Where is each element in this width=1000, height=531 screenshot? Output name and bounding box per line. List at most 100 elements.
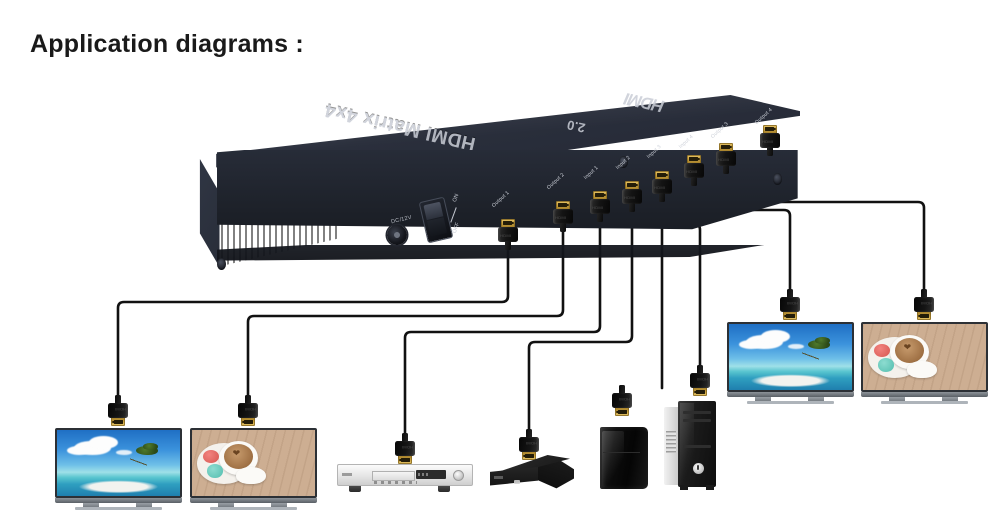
tv-foot-right xyxy=(271,503,288,508)
tv-image-coffee-latte: ❤ xyxy=(192,430,315,496)
hdmi-plug-input-4[interactable] xyxy=(684,155,704,186)
hdmi-plug-body xyxy=(108,403,128,418)
chassis-screw-left xyxy=(217,258,226,270)
hdmi-plug-body xyxy=(498,227,518,242)
hdmi-plug-tv-4[interactable] xyxy=(914,289,934,320)
hdmi-plug-neck xyxy=(659,193,665,202)
hdmi-plug-body xyxy=(553,209,573,224)
tv-base-bar xyxy=(75,507,162,510)
television-2[interactable]: ❤ xyxy=(190,428,317,510)
hdmi-plug-console[interactable] xyxy=(612,385,632,416)
hdmi-plug-tv-3[interactable] xyxy=(780,289,800,320)
hdmi-plug-pc[interactable] xyxy=(690,365,710,396)
hdmi-matrix-device[interactable]: HDMI Matrix 4x4 HDMI 2.0 DC/12V ON OFF O… xyxy=(195,89,815,280)
dvd-power-button[interactable] xyxy=(452,470,464,481)
hdmi-plug-neck xyxy=(787,289,793,298)
hdmi-plug-output-2[interactable] xyxy=(553,201,573,232)
device-left-panel xyxy=(199,159,220,267)
tv-screen: ❤ xyxy=(861,322,988,392)
dvd-foot-left xyxy=(349,486,362,492)
tv-screen xyxy=(55,428,182,498)
tv-bottom-bezel xyxy=(727,392,854,397)
cable-input1 xyxy=(403,220,602,438)
hdmi-plug-head-icon xyxy=(593,191,607,200)
hdmi-plug-head-icon xyxy=(625,181,639,190)
tv-base-bar xyxy=(747,401,834,404)
hdmi-plug-output-1[interactable] xyxy=(498,219,518,250)
tv-image-coffee-latte: ❤ xyxy=(863,324,986,390)
hdmi-plug-neck xyxy=(245,395,251,404)
hdmi-plug-head-icon xyxy=(556,201,570,210)
hdmi-plug-tv-1[interactable] xyxy=(108,395,128,426)
dvd-brand-mark xyxy=(342,473,353,476)
hdmi-plug-head-icon xyxy=(501,219,515,228)
hdmi-plug-tv-2[interactable] xyxy=(238,395,258,426)
game-console-disc-slot[interactable] xyxy=(602,451,641,453)
hdmi-plug-neck xyxy=(505,241,511,250)
dvd-disc-tray[interactable] xyxy=(372,471,416,481)
hdmi-plug-input-1[interactable] xyxy=(590,191,610,222)
television-1[interactable] xyxy=(55,428,182,510)
hdmi-plug-head-icon xyxy=(719,143,733,152)
tv-screen: ❤ xyxy=(190,428,317,498)
hdmi-plug-head-icon xyxy=(687,155,701,164)
tv-bottom-bezel xyxy=(55,498,182,503)
set-top-box[interactable] xyxy=(487,455,577,495)
hdmi-plug-output-3[interactable] xyxy=(716,143,736,174)
hdmi-plug-neck xyxy=(402,433,408,442)
hdmi-plug-body xyxy=(914,297,934,312)
page-title: Application diagrams : xyxy=(30,30,304,58)
hdmi-plug-body xyxy=(716,151,736,166)
hdmi-plug-body xyxy=(760,133,780,148)
chassis-screw-far-right xyxy=(773,173,782,185)
tv-bottom-bezel xyxy=(190,498,317,503)
hdmi-plug-neck xyxy=(767,147,773,156)
hdmi-plug-body xyxy=(519,437,539,452)
hdmi-plug-head-icon xyxy=(763,125,777,134)
tv-bottom-bezel xyxy=(861,392,988,397)
tv-foot-left xyxy=(888,397,905,402)
tv-image-beach-island xyxy=(57,430,180,496)
hdmi-plug-neck xyxy=(697,365,703,374)
hdmi-plug-neck xyxy=(597,213,603,222)
tv-screen xyxy=(727,322,854,392)
tv-foot-left xyxy=(754,397,771,402)
television-3[interactable] xyxy=(727,322,854,404)
set-top-box-brand-mark xyxy=(494,476,503,479)
hdmi-plug-head-icon xyxy=(655,171,669,180)
television-4[interactable]: ❤ xyxy=(861,322,988,404)
device-bottom-edge xyxy=(217,245,795,261)
pc-drive-bay-1 xyxy=(683,411,711,414)
game-console[interactable] xyxy=(600,427,648,489)
tv-foot-left xyxy=(82,503,99,508)
hdmi-plug-head-icon xyxy=(783,311,797,320)
set-top-box-front xyxy=(490,467,538,486)
hdmi-plug-head-icon xyxy=(398,455,412,464)
hdmi-plug-dvd[interactable] xyxy=(395,433,415,464)
desktop-pc-tower[interactable] xyxy=(664,401,720,493)
hdmi-plug-head-icon xyxy=(693,387,707,396)
hdmi-plug-input-3[interactable] xyxy=(652,171,672,202)
hdmi-plug-body xyxy=(652,179,672,194)
hdmi-plug-head-icon xyxy=(241,417,255,426)
hdmi-plug-input-2[interactable] xyxy=(622,181,642,212)
hdmi-plug-body xyxy=(622,189,642,204)
pc-vent xyxy=(666,431,676,453)
cable-output2 xyxy=(246,230,565,400)
hdmi-plug-neck xyxy=(619,385,625,394)
dvd-control-buttons[interactable] xyxy=(373,481,418,484)
hdmi-plug-head-icon xyxy=(615,407,629,416)
hdmi-plug-body xyxy=(612,393,632,408)
hdmi-plug-body xyxy=(684,163,704,178)
game-console-gloss xyxy=(602,431,625,487)
dc-power-jack[interactable] xyxy=(385,223,409,247)
dvd-player[interactable] xyxy=(337,464,473,494)
hdmi-plug-neck xyxy=(560,223,566,232)
hdmi-plug-body xyxy=(590,199,610,214)
pc-power-button[interactable] xyxy=(693,463,704,474)
tv-image-beach-island xyxy=(729,324,852,390)
tv-foot-right xyxy=(942,397,959,402)
tv-foot-left xyxy=(217,503,234,508)
hdmi-plug-output-4[interactable] xyxy=(760,125,780,156)
pc-drive-bay-3 xyxy=(683,445,711,448)
